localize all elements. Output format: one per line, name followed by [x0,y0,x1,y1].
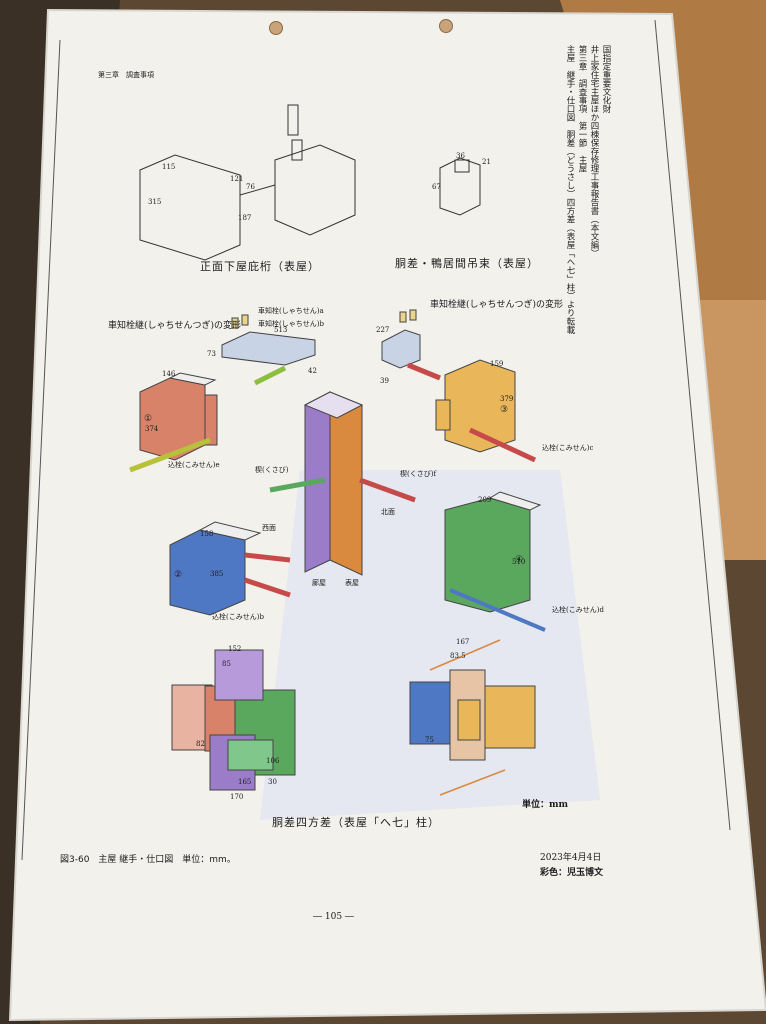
dim-146: 146 [162,370,176,378]
dim-209: 209 [478,496,492,504]
dim-67: 67 [432,183,441,191]
caption-shachisen-right: 車知栓継(しゃちせんつぎ)の変形 [430,300,564,310]
label-komisen-d: 込栓(こみせん)d [552,606,604,614]
dim-379: 379 [500,395,514,403]
page-number: ― 105 ― [313,912,354,922]
dim-165: 165 [238,778,252,786]
dim-121: 121 [230,175,244,183]
punch-hole-right [439,19,453,33]
block-2-blue [169,521,291,616]
date-note: 2023年4月4日 [540,853,602,863]
caption-hanger: 胴差・鴨居間吊束（表屋） [395,257,539,270]
label-circle-1: ① [144,414,153,424]
vertical-title-2: 井上家住宅主屋ほか四棟保存修理工事報告書（本文編） [589,45,599,258]
dim-83-5: 83.5 [450,652,466,660]
dim-21: 21 [482,158,491,166]
label-circle-2: ② [174,570,183,580]
sketch-beam-top-left [139,104,356,261]
dim-187: 187 [238,214,252,222]
dim-513: 513 [274,326,288,334]
sketch-shachisen-right [381,309,441,381]
plan-left [171,649,296,791]
sketch-shachisen-left [221,314,316,386]
dim-75: 75 [425,736,434,744]
label-circle-3: ③ [500,405,509,415]
dim-73: 73 [207,350,216,358]
dim-115: 115 [162,163,176,171]
dim-170: 170 [230,793,244,801]
dim-158: 158 [200,530,214,538]
label-komisen-c: 込栓(こみせん)c [542,444,594,452]
dim-152: 152 [228,645,242,653]
label-komisen-e: 込栓(こみせん)e [168,461,220,469]
caption-shachisen-left: 車知栓継(しゃちせんつぎ)の変形 [108,321,242,331]
punch-hole-left [269,21,283,35]
dim-106: 106 [266,757,280,765]
dim-76: 76 [246,183,255,191]
dim-39: 39 [380,377,389,385]
label-nishi: 西面 [262,524,276,532]
label-kusabi-left: 楔(くさび) [255,466,289,474]
dim-159: 159 [490,360,504,368]
center-column [269,391,416,576]
label-omote: 表屋 [345,579,359,587]
plan-right [409,639,536,796]
vertical-title-4: 主屋 継手・仕口図 胴差（どうさし）四方差（表屋「へ七」柱）より転載 [565,45,575,334]
label-nakaya: 廊屋 [312,579,326,587]
dim-82: 82 [196,740,205,748]
block-4-green [444,491,546,632]
dim-374: 374 [145,425,159,433]
colorist-credit: 彩色：児玉博文 [540,868,604,878]
dim-510: 510 [512,558,526,566]
dim-385: 385 [210,570,224,578]
dim-36: 36 [456,152,465,160]
block-1-red [129,372,218,473]
figure-caption: 図3-60 主屋 継手・仕口図 単位：mm。 [60,855,236,865]
dim-167: 167 [456,638,470,646]
unit-label: 単位：mm [522,800,569,810]
dim-227: 227 [376,326,390,334]
sketch-hanger-top-right [439,157,481,216]
label-shachisen-b: 車知栓(しゃちせん)b [258,320,324,328]
label-kusabi-right: 楔(くさび)f [400,470,437,478]
caption-front-beam: 正面下屋庇桁（表屋） [200,260,320,273]
dim-42: 42 [308,367,317,375]
label-komisen-b: 込栓(こみせん)b [212,613,264,621]
dim-315: 315 [148,198,162,206]
label-circle-4: ④ [515,555,524,565]
block-3-yellow [435,359,537,463]
label-shachisen-a: 車知栓(しゃちせん)a [258,307,324,315]
chapter-heading: 第三章 調査事項 [98,71,154,79]
dim-85: 85 [222,660,231,668]
vertical-title-3: 第三章 調査事項 第一節 主屋 [577,45,587,173]
vertical-title-1: 国指定重要文化財 [601,45,611,113]
label-kita: 北面 [381,508,395,516]
caption-dosashi: 胴差四方差（表屋「へ七」柱） [272,816,440,829]
dim-30: 30 [268,778,277,786]
